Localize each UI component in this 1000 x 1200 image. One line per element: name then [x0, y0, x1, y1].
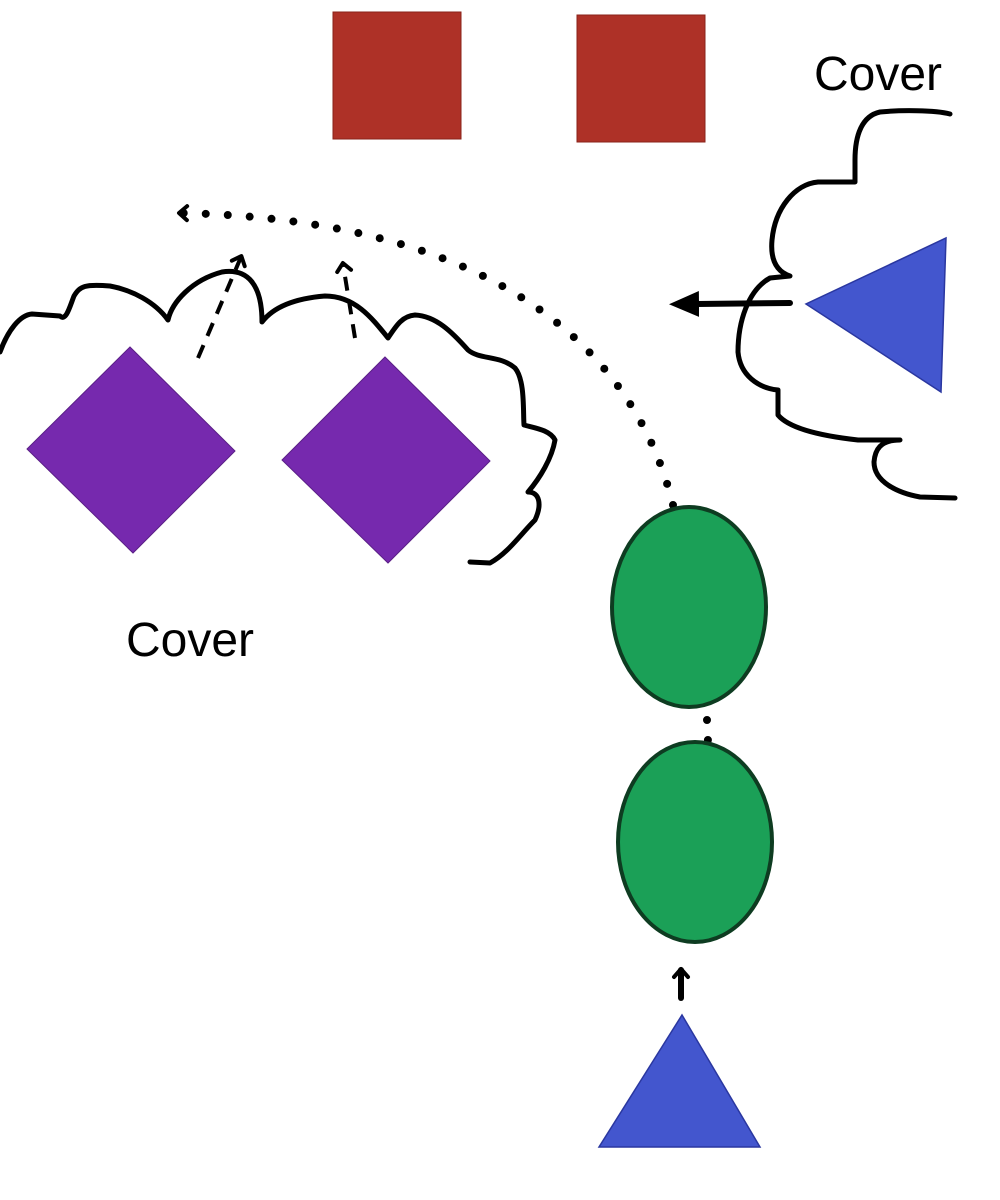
cover-zone-left: [0, 268, 558, 566]
green-circle-top: [610, 505, 768, 709]
purple-diamond-right: [281, 356, 491, 564]
green-circle-bottom: [616, 740, 774, 944]
blue-triangle-bottom: [597, 1013, 762, 1148]
cover-label-top-right: Cover: [814, 48, 942, 101]
solid-arrow-left: [669, 290, 793, 317]
dashed-arrow-left-diamond: [196, 254, 247, 359]
dotted-route-arrow: [176, 204, 677, 509]
cover-label-left: Cover: [126, 614, 254, 667]
dotted-connector-circles: [703, 716, 712, 746]
dashed-arrow-right-diamond: [335, 261, 357, 339]
red-square-right: [576, 14, 706, 143]
red-square-left: [332, 11, 462, 140]
blue-triangle-right: [804, 236, 947, 394]
purple-diamond-left: [26, 346, 236, 554]
cover-zone-right: [735, 108, 958, 501]
